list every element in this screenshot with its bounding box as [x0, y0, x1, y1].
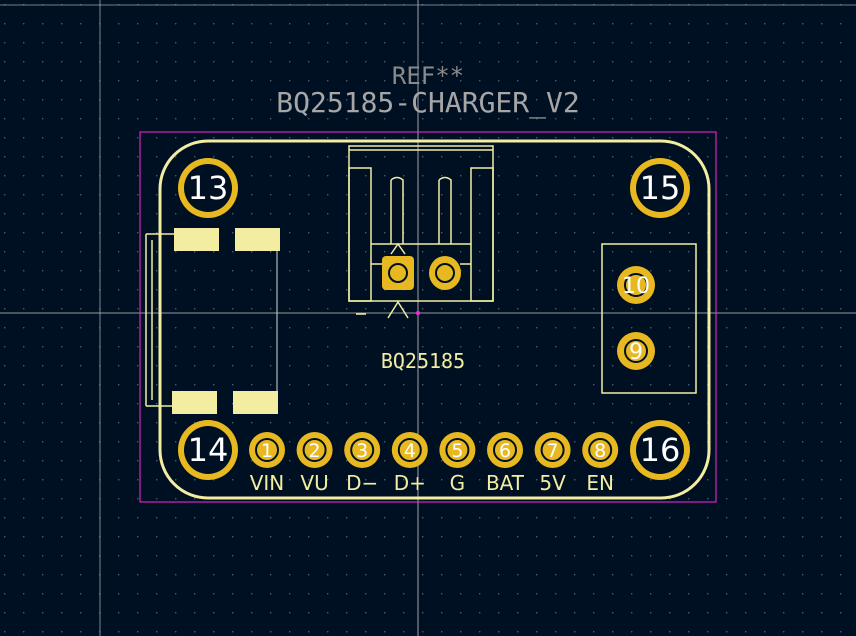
board-outline[interactable]	[158, 139, 711, 500]
pin-number: 3	[356, 440, 368, 462]
jst-pad-1[interactable]	[382, 256, 414, 290]
pin-number: 5	[451, 440, 463, 462]
pin-number: 4	[404, 440, 416, 462]
header-pin-4[interactable]: 4D+	[391, 432, 428, 495]
side-pads[interactable]: 10 9	[617, 266, 655, 370]
side-pad-9[interactable]: 9	[617, 332, 655, 370]
left-pad-bottom-2[interactable]	[233, 391, 278, 414]
mount-hole-label: 14	[188, 431, 229, 469]
mount-hole-13[interactable]: 13	[178, 158, 238, 218]
header-pin-7[interactable]: 75V	[534, 432, 571, 495]
header-pin-8[interactable]: 8EN	[582, 432, 619, 495]
side-pad-10[interactable]: 10	[617, 266, 655, 304]
pin-number: 6	[499, 440, 511, 462]
mount-hole-label: 15	[640, 169, 681, 207]
pin-number: 7	[547, 440, 559, 462]
header-pin-2[interactable]: 2VU	[296, 432, 333, 495]
pin-label: VIN	[250, 471, 285, 495]
pin-label: 5V	[539, 471, 566, 495]
side-pad-label: 10	[622, 274, 650, 299]
reference-designator[interactable]: REF**	[392, 62, 464, 90]
mount-hole-label: 16	[640, 431, 681, 469]
side-pad-outline	[601, 243, 697, 394]
pin-number: 8	[594, 440, 606, 462]
silk-label-bq25185[interactable]: BQ25185	[381, 349, 465, 373]
left-pad-top-1[interactable]	[174, 228, 219, 251]
courtyard-outline	[139, 131, 717, 503]
mount-hole-15[interactable]: 15	[630, 158, 690, 218]
pin-label: VU	[300, 471, 328, 495]
left-pad-bottom-1[interactable]	[172, 391, 217, 414]
pin-label: D−	[346, 471, 378, 495]
jst-connector[interactable]	[348, 145, 494, 319]
footprint-value[interactable]: BQ25185-CHARGER_V2	[276, 86, 579, 120]
pin-label: D+	[394, 471, 426, 495]
header-pin-5[interactable]: 5G	[439, 432, 476, 495]
side-pad-label: 9	[629, 340, 643, 365]
header-pin-3[interactable]: 3D−	[344, 432, 381, 495]
mount-hole-14[interactable]: 14	[178, 420, 238, 480]
mount-hole-16[interactable]: 16	[630, 420, 690, 480]
pin-number: 2	[309, 440, 321, 462]
left-pad-top-2[interactable]	[235, 228, 280, 251]
mount-hole-label: 13	[188, 169, 229, 207]
jst-pad-2[interactable]	[429, 256, 461, 290]
jst-pads[interactable]	[382, 256, 461, 290]
pin-label: G	[450, 471, 466, 495]
origin-marker	[416, 311, 420, 315]
pin-number: 1	[261, 440, 273, 462]
pin-label: EN	[586, 471, 614, 495]
left-component[interactable]	[145, 228, 280, 414]
pin-label: BAT	[486, 471, 525, 495]
